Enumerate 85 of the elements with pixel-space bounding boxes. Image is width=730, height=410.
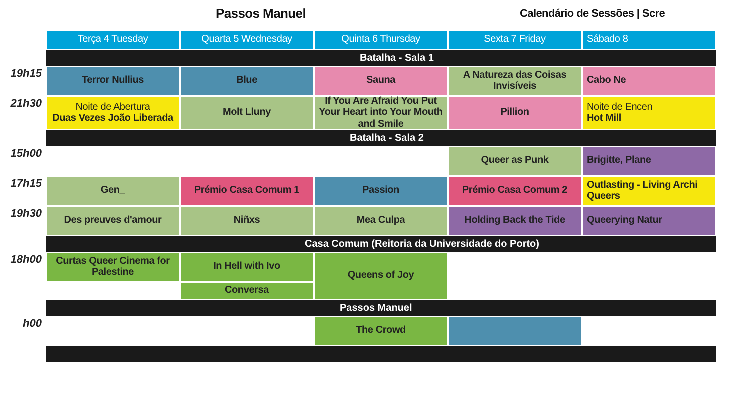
day-header [46,30,180,50]
session-block [46,206,180,236]
title-text: Calendário de Sessões | Scre [520,8,666,20]
film-title: Brigitte, Plane [587,155,652,167]
session-block [448,176,582,206]
film-title: A Natureza das Coisas Invisíveis [462,70,568,92]
film-title: Cabo Ne [587,75,626,87]
day-header [448,30,582,50]
session-block [46,96,180,130]
film-title: Queers [587,191,620,202]
event-note: Noite de Abertura [76,102,150,113]
day-header [314,30,448,50]
session-block [448,316,582,346]
title-text: Passos Manuel [216,6,306,21]
day-header [582,30,716,50]
film-title: Gen_ [100,185,126,197]
session-block [180,206,314,236]
venue-name: Batalha - Sala 2 [350,132,424,144]
session-block [180,252,314,282]
day-header [180,30,314,50]
time-label: 15h00 [10,148,42,160]
session-block [180,96,314,130]
session-block [582,146,716,176]
session-block [582,176,716,206]
film-title: Blue [236,75,258,87]
venue-name: Casa Comum (Reitoria da Universidade do Porto) [305,238,540,250]
session-block [314,316,448,346]
time-label: 21h30 [10,98,42,110]
film-title: Outlasting - Living Archi [587,180,698,191]
time-label: 18h00 [10,254,42,266]
film-title: Passion [362,185,400,197]
film-title: Des preuves d'amour [64,215,162,227]
session-block [448,146,582,176]
film-title: Queerying Natur [587,215,662,227]
day-label: Terça 4 Tuesday [78,34,148,46]
day-label: Sábado 8 [587,34,628,46]
film-title: Pillion [500,107,530,119]
film-title: Molt Lluny [223,107,271,119]
session-block [180,176,314,206]
venue-name: Batalha - Sala 1 [360,52,434,64]
venue-bar [46,300,716,316]
film-title: If You Are Afraid You Put Your Heart into Your Mouth and Smile [319,96,443,130]
film-title: Sauna [366,75,396,87]
session-block [582,206,716,236]
day-label: Sexta 7 Friday [484,34,546,46]
film-title: Holding Back the Tide [464,215,566,227]
divider-bar [46,346,716,362]
session-block [582,66,716,96]
session-block [582,96,716,130]
film-title: Prémio Casa Comum 1 [194,185,300,197]
film-title: Curtas Queer Cinema for Palestine [55,256,171,278]
time-label: 17h15 [10,178,42,190]
film-title: The Crowd [356,325,406,337]
film-title: Conversa [225,285,269,297]
time-label: h00 [22,318,42,330]
film-title: In Hell with Ivo [214,261,280,273]
venue-bar [46,130,716,146]
session-block [46,66,180,96]
film-title: Terror Nullius [82,75,144,87]
day-label: Quarta 5 Wednesday [202,34,292,46]
session-block [448,66,582,96]
session-block [46,176,180,206]
session-block [314,252,448,300]
session-block [180,282,314,300]
film-title: Niñxs [234,215,260,227]
film-title: Mea Culpa [356,215,406,227]
session-block [448,206,582,236]
film-title: Queens of Joy [348,270,414,282]
venue-name: Passos Manuel [340,302,412,314]
film-title: Hot Mill [587,113,622,124]
film-title: Prémio Casa Comum 2 [462,185,568,197]
session-block [180,66,314,96]
event-note: Noite de Encen [587,102,653,113]
film-title: Queer as Punk [481,155,549,167]
session-block [448,96,582,130]
session-block [314,206,448,236]
venue-bar [46,236,716,252]
venue-bar [46,50,716,66]
film-title: Duas Vezes João Liberada [52,113,174,124]
time-label: 19h15 [10,68,42,80]
session-block [314,176,448,206]
time-label: 19h30 [10,208,42,220]
day-label: Quinta 6 Thursday [342,34,420,46]
session-block [314,66,448,96]
session-block [46,252,180,282]
